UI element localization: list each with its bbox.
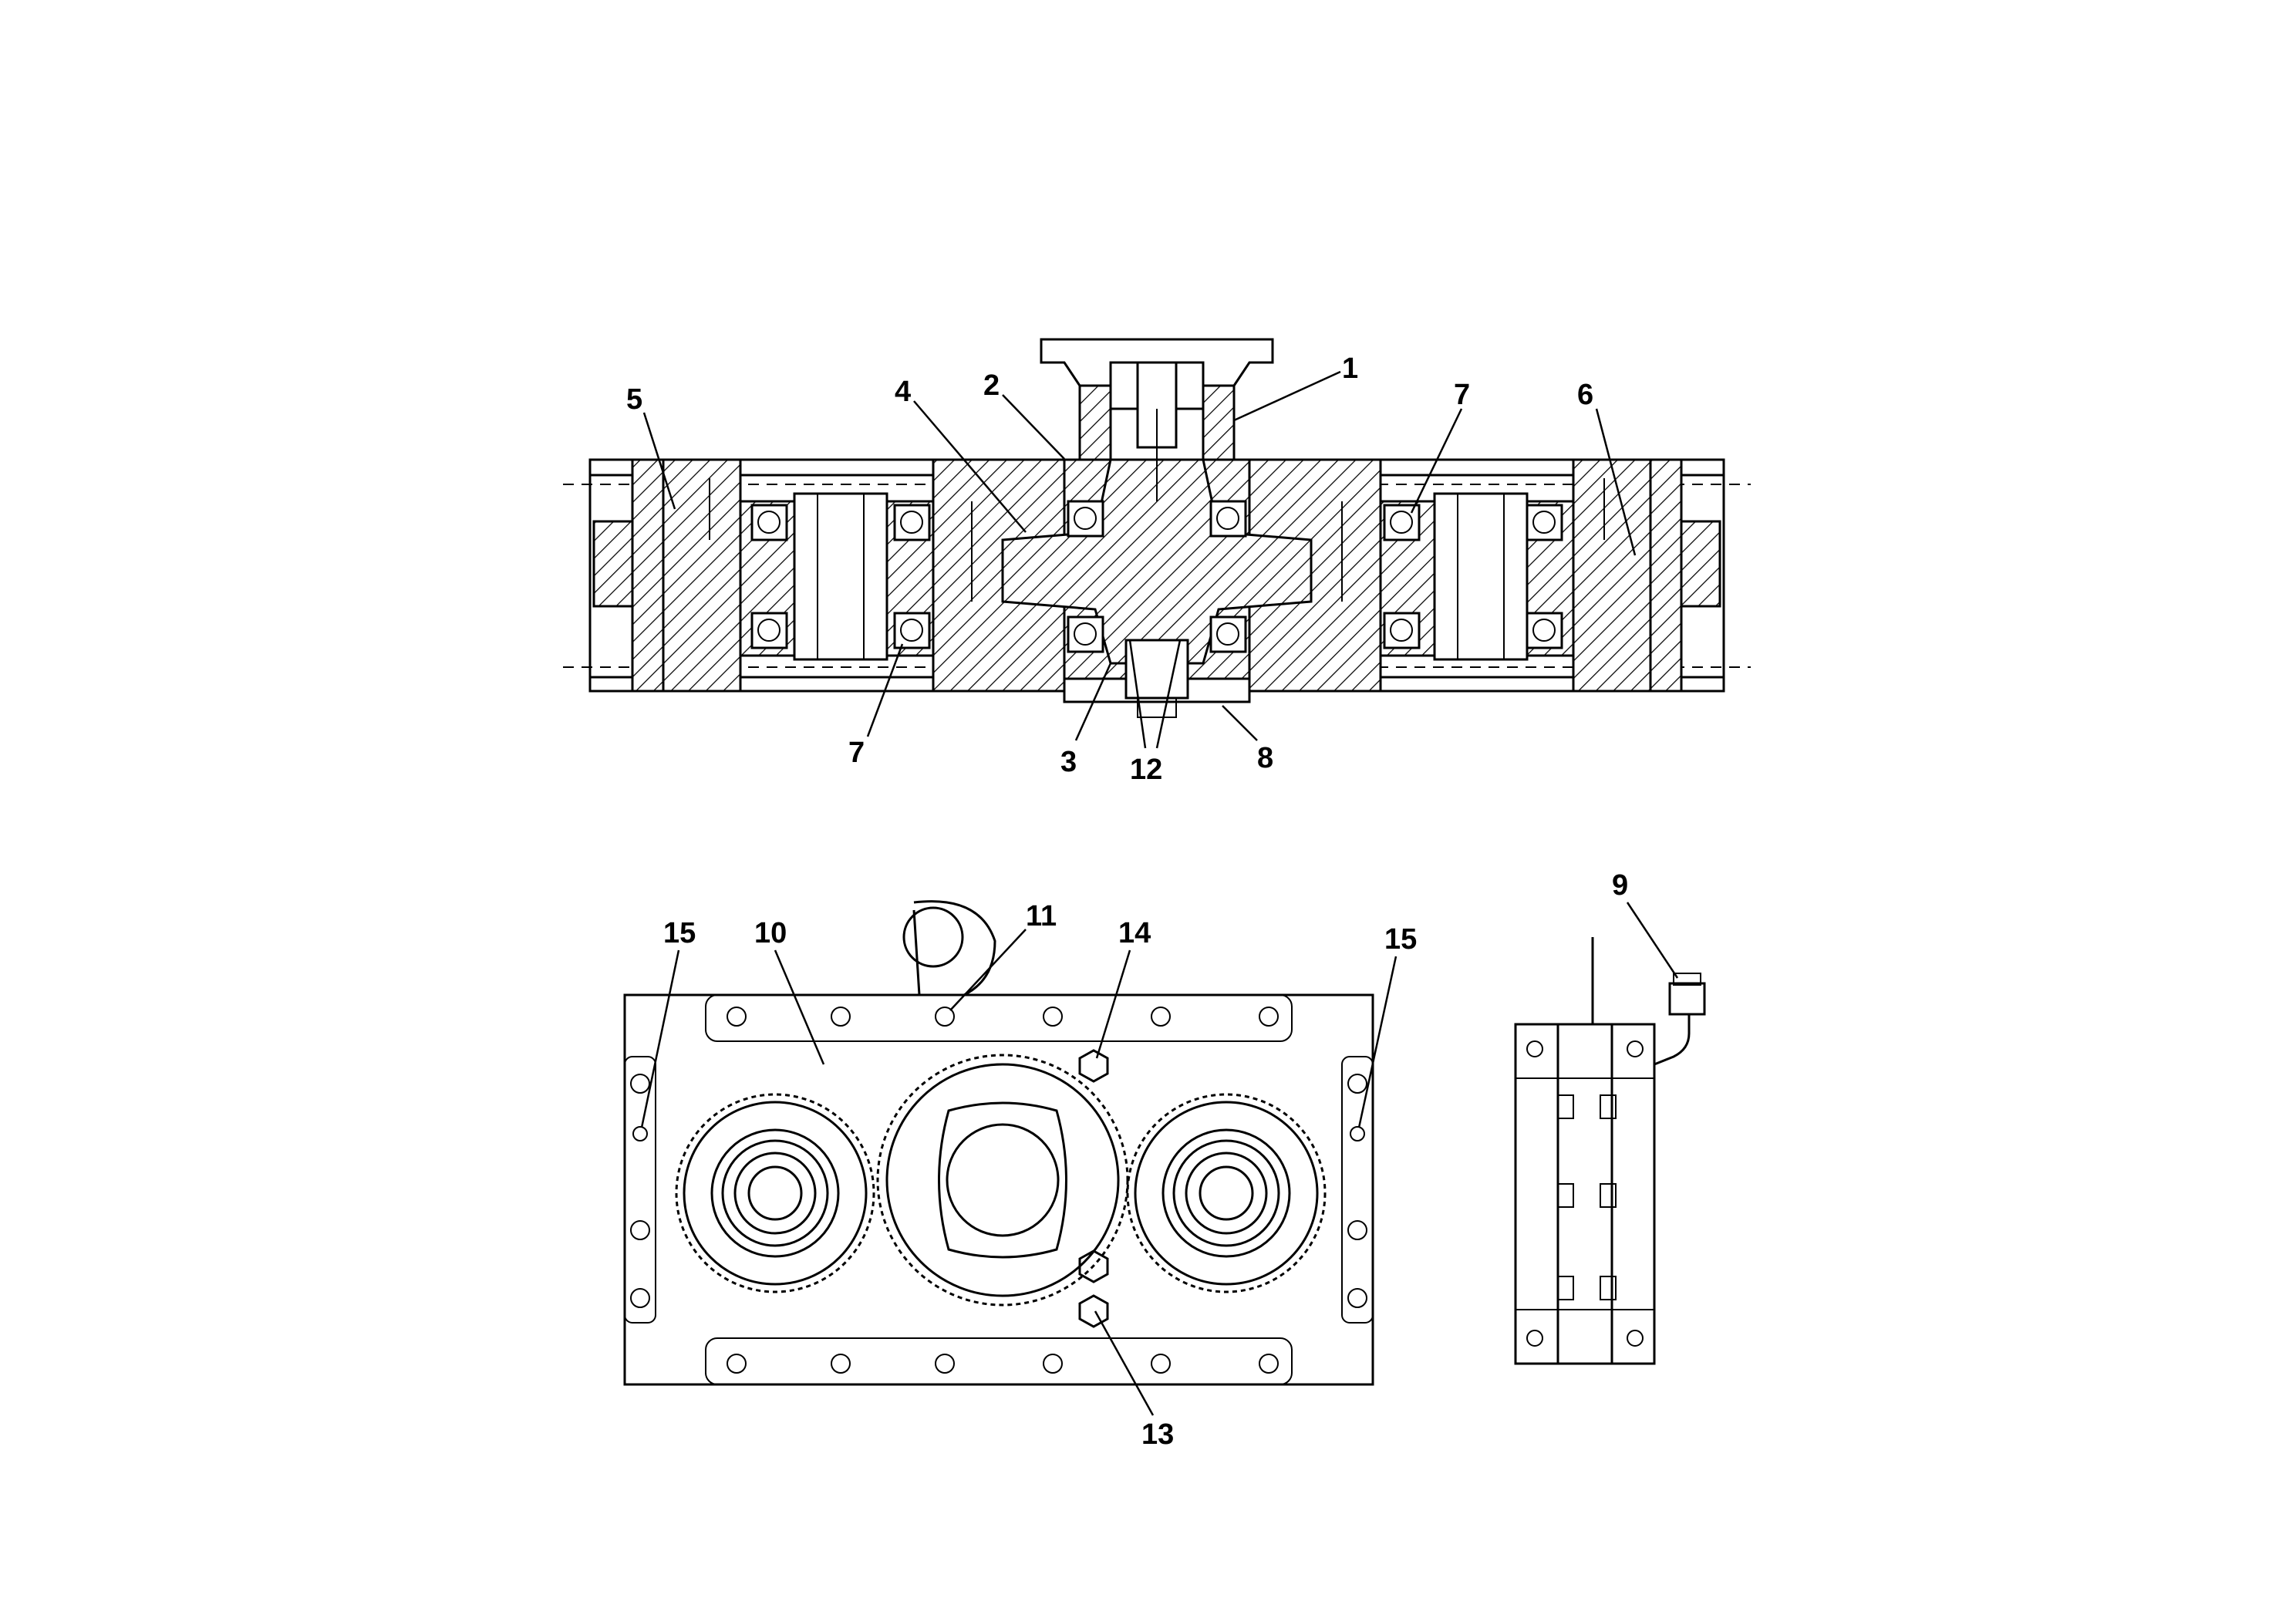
bearings [750,500,1563,653]
bolt-heads [630,1007,1367,1374]
callout-14: 14 [1118,917,1151,949]
callout-8: 8 [1257,742,1273,774]
callout-1: 1 [1342,352,1358,385]
callout-7-top: 7 [1454,379,1470,411]
callout-15-right: 15 [1384,923,1417,956]
callout-12: 12 [1130,754,1162,786]
callout-10: 10 [754,917,787,949]
callout-4: 4 [895,376,911,408]
callout-6: 6 [1577,379,1593,411]
gear-front-view [623,900,1374,1386]
callout-15-left: 15 [663,917,696,949]
callout-7-bottom: 7 [848,737,865,769]
callout-5: 5 [626,383,642,416]
callout-11: 11 [1026,900,1057,932]
callout-3: 3 [1060,746,1077,778]
front-callouts: 15 10 11 14 15 13 [640,900,1417,1451]
callout-2: 2 [983,369,1000,402]
side-view [1514,937,1706,1365]
callout-9: 9 [1612,869,1628,902]
side-callouts: 9 [1612,869,1679,979]
callout-13: 13 [1141,1418,1174,1451]
section-view [563,338,1751,718]
section-callouts: 1 2 4 5 7 6 7 3 12 8 [626,352,1637,786]
